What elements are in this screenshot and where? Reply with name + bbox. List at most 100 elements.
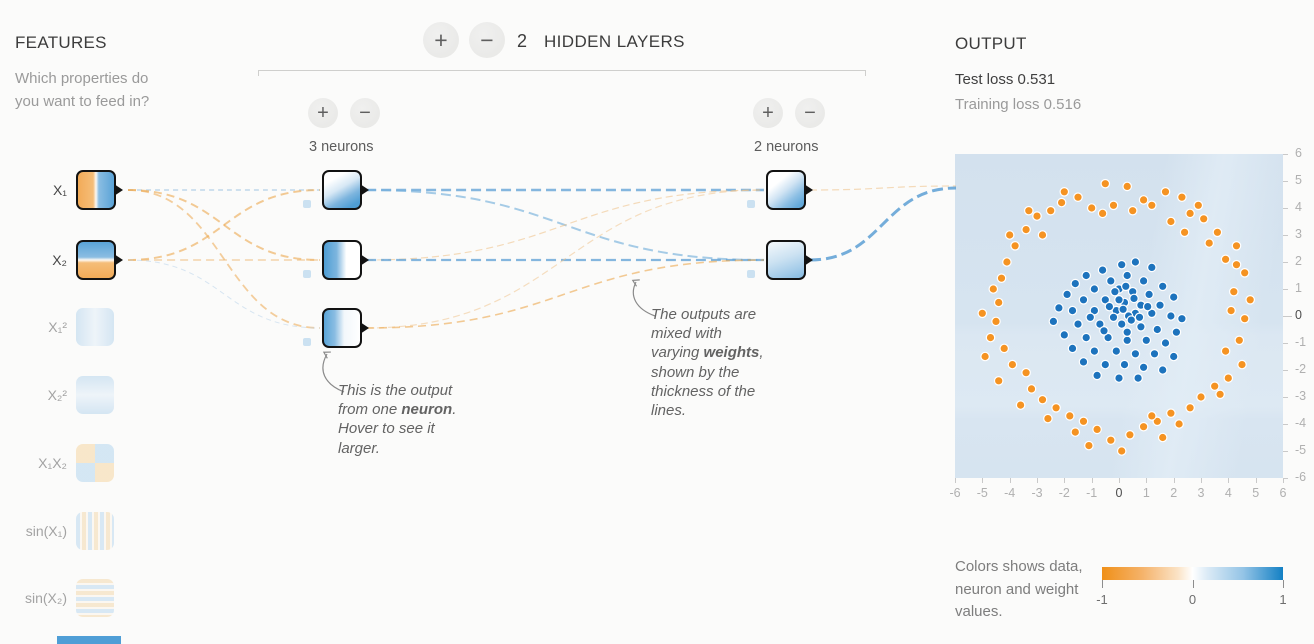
data-point <box>1134 312 1145 323</box>
data-point <box>1116 319 1127 329</box>
data-point <box>1231 241 1242 251</box>
layer2-remove-neuron-button[interactable]: − <box>795 98 825 128</box>
data-point <box>1171 327 1182 337</box>
data-point <box>1037 230 1048 240</box>
data-point <box>1015 400 1026 410</box>
y-tick-label: 1 <box>1295 281 1302 295</box>
weights-note: The outputs are mixed with varying weigh… <box>651 306 764 419</box>
data-point <box>1220 346 1231 356</box>
x-tick-label: -5 <box>976 486 988 500</box>
weight-connection[interactable] <box>365 189 765 261</box>
y-tick <box>1283 451 1288 452</box>
mini-heatmap-mark <box>747 270 755 278</box>
data-point <box>1116 446 1127 456</box>
data-point <box>988 284 999 294</box>
data-point <box>1147 200 1157 211</box>
data-point <box>1166 311 1176 321</box>
color-scale-bar <box>1102 567 1283 580</box>
y-tick <box>1283 343 1288 344</box>
feature-thumb-x1sq[interactable] <box>76 308 114 346</box>
add-layer-button[interactable]: + <box>423 22 459 58</box>
data-point <box>1234 335 1245 346</box>
layer2-neuron-1[interactable] <box>766 170 813 210</box>
data-point <box>993 376 1004 386</box>
feature-label-x2sq: X₂² <box>47 387 67 403</box>
feature-row-x2sq: X₂² <box>10 376 114 414</box>
data-point <box>1185 403 1195 413</box>
data-point <box>1059 330 1070 340</box>
mini-heatmap-mark <box>747 200 755 208</box>
weight-connection[interactable] <box>127 189 321 261</box>
data-point <box>996 273 1007 283</box>
feature-label-x2: X₂ <box>52 252 67 268</box>
data-point <box>1043 413 1053 424</box>
layer2-neurons-label: 2 neurons <box>754 139 819 155</box>
x-tick <box>1283 478 1284 483</box>
layer1-remove-neuron-button[interactable]: − <box>350 98 380 128</box>
output-notch-icon <box>804 184 813 196</box>
data-point <box>1002 257 1012 267</box>
layer2-neuron-2[interactable] <box>766 240 813 280</box>
layer1-neuron-2[interactable] <box>322 240 369 280</box>
x-tick-label: 0 <box>1115 486 1123 500</box>
data-point <box>1078 416 1089 427</box>
x-tick <box>1037 478 1038 483</box>
data-point <box>1125 429 1135 440</box>
data-point <box>1122 335 1132 346</box>
output-notch-icon <box>804 254 813 266</box>
y-tick <box>1283 397 1288 398</box>
data-point <box>1089 305 1100 316</box>
y-tick-label: -4 <box>1295 416 1307 430</box>
layer1-neuron-3[interactable] <box>322 308 369 348</box>
data-point <box>1099 326 1109 336</box>
feature-thumb-x2[interactable] <box>76 240 123 280</box>
weight-connection[interactable] <box>127 189 321 329</box>
data-point <box>1157 432 1168 443</box>
mini-heatmap-mark <box>303 338 311 346</box>
legend-tick-label: 1 <box>1279 592 1287 607</box>
data-point <box>1147 262 1157 273</box>
data-point <box>1081 270 1091 281</box>
x-tick <box>1064 478 1066 483</box>
x-tick-label: -2 <box>1058 486 1070 500</box>
data-point <box>1155 300 1165 310</box>
data-point <box>1067 305 1078 316</box>
feature-thumb-x1x2[interactable] <box>76 444 114 482</box>
weight-connection[interactable] <box>127 259 321 329</box>
feature-thumb-sinx1[interactable] <box>76 512 114 550</box>
weight-connection[interactable] <box>809 186 957 262</box>
x-tick-label: -1 <box>1086 486 1098 500</box>
feature-thumb-x1[interactable] <box>76 170 123 210</box>
layer1-neuron-1[interactable] <box>322 170 369 210</box>
remove-layer-button[interactable]: − <box>469 22 505 58</box>
data-point <box>1209 381 1220 391</box>
y-tick <box>1283 154 1288 155</box>
data-point <box>1100 178 1111 189</box>
feature-thumb-sinx2[interactable] <box>76 579 114 617</box>
x-tick-label: 4 <box>1224 486 1232 500</box>
data-point <box>1062 289 1072 300</box>
data-point <box>1198 214 1209 224</box>
y-tick-label: 5 <box>1295 173 1302 187</box>
data-point <box>1237 359 1247 370</box>
layer2-add-neuron-button[interactable]: + <box>753 98 783 128</box>
legend-tick-label: -1 <box>1096 592 1108 607</box>
feature-thumb-x2sq[interactable] <box>76 376 114 414</box>
data-point <box>1144 289 1154 300</box>
data-point <box>1185 208 1195 219</box>
scatter-layer <box>977 178 1255 456</box>
y-tick-label: -6 <box>1295 470 1307 484</box>
data-point <box>1168 351 1179 362</box>
hidden-layers-bracket <box>258 70 866 76</box>
weight-connection[interactable] <box>127 189 321 261</box>
weight-connection[interactable] <box>365 189 765 261</box>
data-point <box>1059 186 1070 197</box>
y-tick-label: -1 <box>1295 335 1307 349</box>
data-point <box>1004 230 1015 240</box>
feature-row-x1x2: X₁X₂ <box>10 444 114 482</box>
layer1-add-neuron-button[interactable]: + <box>308 98 338 128</box>
feature-label-sinx1: sin(X₁) <box>25 523 67 539</box>
y-tick-label: -2 <box>1295 362 1307 376</box>
weight-connection[interactable] <box>809 185 957 191</box>
data-point <box>1092 370 1102 381</box>
